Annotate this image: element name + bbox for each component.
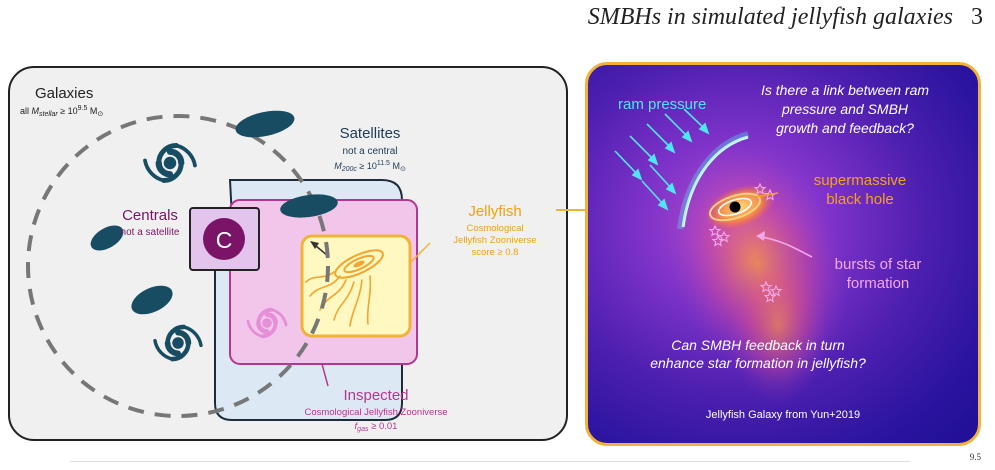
bursts-pointer-head xyxy=(756,231,765,241)
central-badge-letter: C xyxy=(216,227,233,253)
image-credit: Jellyfish Galaxy from Yun+2019 xyxy=(706,409,860,421)
galaxy-disk-inner xyxy=(717,197,753,217)
galaxies-title: Galaxies xyxy=(35,85,93,102)
bow-shock xyxy=(681,135,749,228)
gas-tail-extension xyxy=(728,245,828,405)
elliptical-galaxy-icon xyxy=(280,194,338,218)
caption-superscript: 9.5 xyxy=(969,452,981,462)
black-hole-icon xyxy=(729,201,741,213)
jellyfish-line1: Cosmological xyxy=(466,223,523,234)
jellyfish-galaxy-svg: ram pressure Is there a link between ram… xyxy=(614,82,929,421)
bursts-pointer xyxy=(761,236,813,258)
question-bottom-line2: enhance star formation in jellyfish? xyxy=(650,355,866,371)
panel-connector xyxy=(556,209,588,211)
galaxies-boundary xyxy=(26,114,330,418)
bursts-label-line2: formation xyxy=(847,275,910,292)
inspected-criterion: fgas ≥ 0.01 xyxy=(355,421,398,433)
satellites-criterion: M200c ≥ 1011.5 M⊙ xyxy=(334,160,406,173)
central-badge xyxy=(203,218,245,260)
centrals-line1: not a satellite xyxy=(121,227,180,238)
ram-pressure-label: ram pressure xyxy=(618,96,706,113)
paper-title: SMBHs in simulated jellyfish galaxies xyxy=(587,4,953,30)
elliptical-galaxy-icon xyxy=(235,110,295,138)
jellyfish-title: Jellyfish xyxy=(468,203,521,220)
elliptical-galaxy-icon xyxy=(90,225,124,251)
galaxy-disk xyxy=(709,192,761,222)
question-top-line2: pressure and SMBH xyxy=(781,101,909,117)
inspected-title: Inspected xyxy=(343,387,408,404)
caption-rule xyxy=(70,461,910,462)
spiral-galaxy-icon xyxy=(155,327,201,359)
classification-diagram: C Galaxies all Mstellar ≥ 109.5 M⊙ Satel… xyxy=(8,66,568,441)
question-top-line3: growth and feedback? xyxy=(776,120,914,136)
jellyfish-galaxy-icon xyxy=(305,249,384,327)
bottom-strip: 9.5 xyxy=(0,452,995,470)
galaxies-criterion: all Mstellar ≥ 109.5 M⊙ xyxy=(20,105,103,118)
jellyfish-line2: Jellyfish Zooniverse xyxy=(453,235,536,246)
jellyfish-line3: score ≥ 0.8 xyxy=(472,247,519,258)
ram-pressure-arrows xyxy=(614,108,710,211)
classification-svg: C Galaxies all Mstellar ≥ 109.5 M⊙ Satel… xyxy=(20,85,537,433)
bow-shock-glow xyxy=(677,131,749,230)
smbh-label-line1: supermassive xyxy=(814,172,907,189)
satellites-title: Satellites xyxy=(340,125,401,142)
inspected-line1: Cosmological Jellyfish Zooniverse xyxy=(304,407,447,418)
page-number: 3 xyxy=(971,4,983,30)
spiral-galaxy-icon xyxy=(145,146,195,181)
smbh-pointer xyxy=(755,192,779,198)
centrals-title: Centrals xyxy=(122,207,178,224)
inspected-connector xyxy=(321,363,329,387)
smbh-label-line2: black hole xyxy=(826,191,894,208)
question-bottom-line1: Can SMBH feedback in turn xyxy=(671,337,845,353)
jellyfish-galaxy-panel: ram pressure Is there a link between ram… xyxy=(585,62,981,446)
bursts-label-line1: bursts of star xyxy=(835,256,922,273)
running-head: SMBHs in simulated jellyfish galaxies 3 xyxy=(588,4,983,31)
satellites-line1: not a central xyxy=(342,146,397,157)
elliptical-galaxy-icon xyxy=(131,285,173,315)
jellyfish-connector xyxy=(409,242,431,264)
jellyfish-region xyxy=(300,234,412,338)
question-top-line1: Is there a link between ram xyxy=(761,82,929,98)
